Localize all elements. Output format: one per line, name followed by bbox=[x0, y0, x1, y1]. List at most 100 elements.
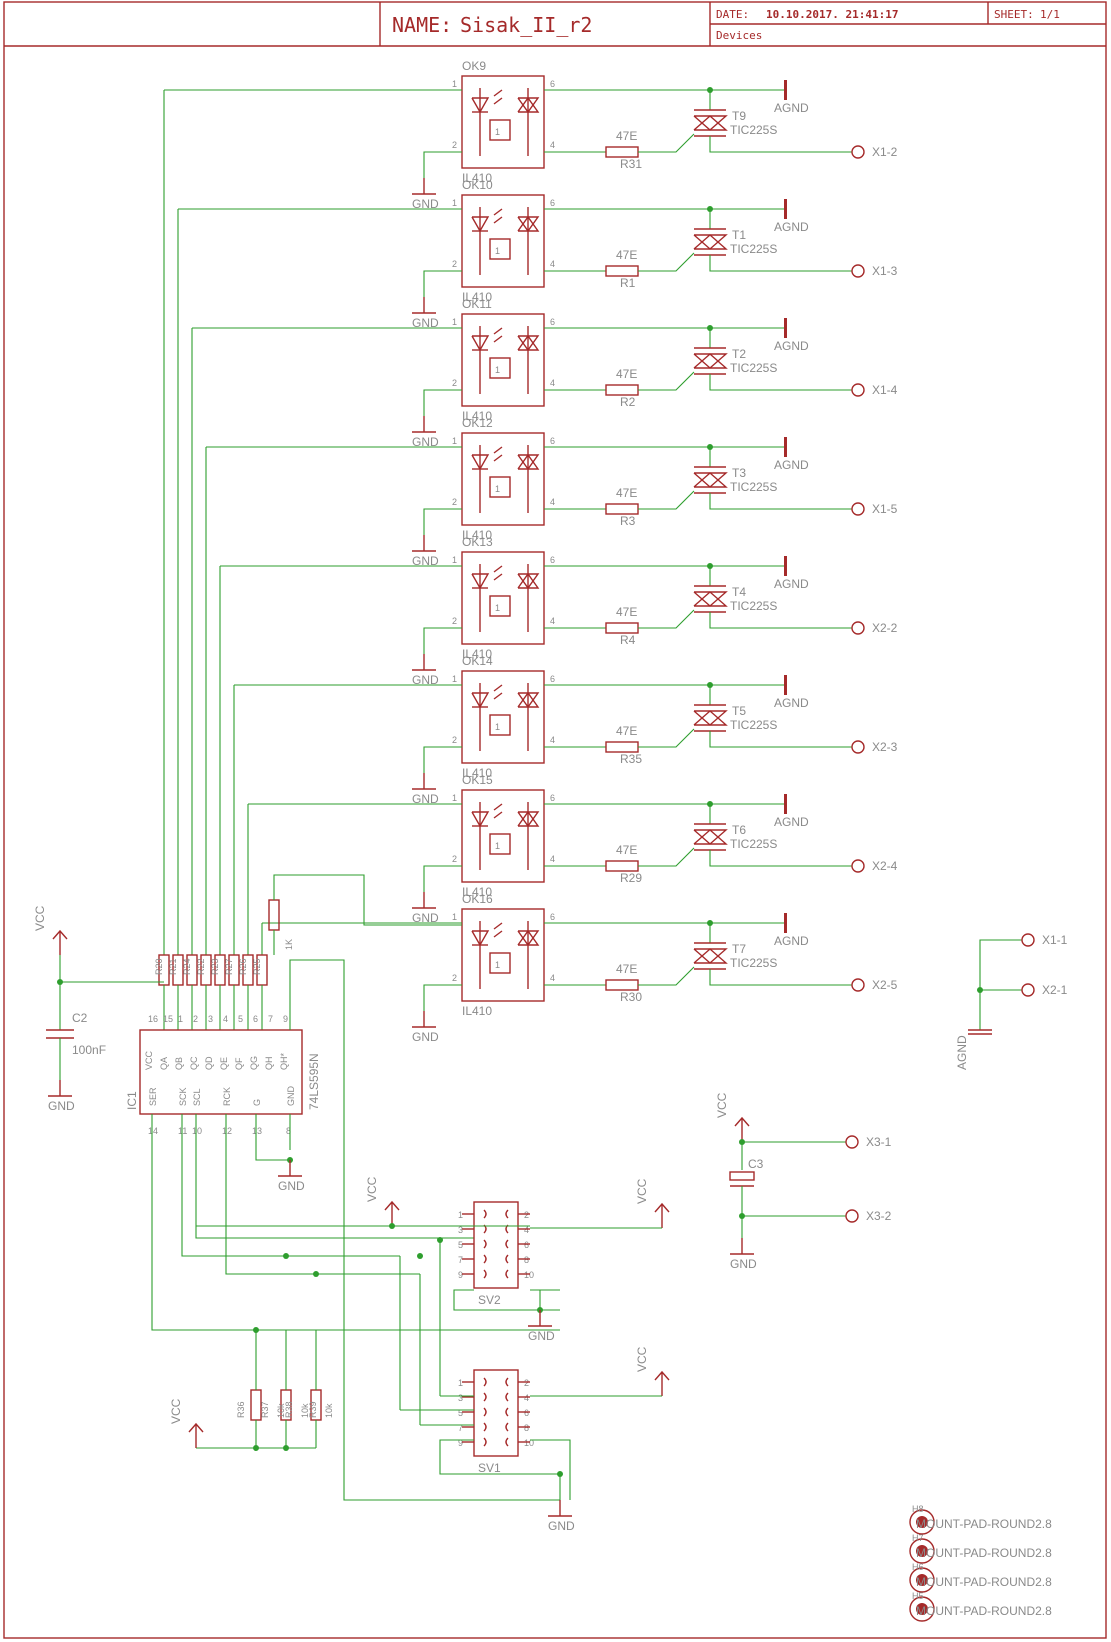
title-block: NAME: Sisak_II_r2 DATE: 10.10.2017. 21:4… bbox=[392, 8, 1060, 42]
pin-2: 2 bbox=[452, 259, 457, 269]
optocoupler-body bbox=[461, 908, 545, 1002]
junction-dot bbox=[977, 987, 983, 993]
optocoupler-body bbox=[461, 194, 545, 288]
ic1-bottom-name: G bbox=[252, 1099, 262, 1106]
res-name: R2 bbox=[620, 395, 636, 409]
pin-contact bbox=[505, 1377, 509, 1387]
triac-value: TIC225S bbox=[730, 956, 777, 970]
pin-6: 6 bbox=[550, 555, 555, 565]
opto-name: OK13 bbox=[462, 535, 493, 549]
pin-1: 1 bbox=[452, 79, 457, 89]
pin-contact bbox=[505, 1422, 509, 1432]
output-label: X1-5 bbox=[872, 502, 898, 516]
vcc-symbol: VCC bbox=[715, 1092, 750, 1142]
zero-cross-mark: 1 bbox=[495, 484, 500, 494]
opto-value: IL410 bbox=[462, 885, 492, 899]
agnd-label: AGND bbox=[955, 1035, 969, 1070]
triac-symbol bbox=[693, 234, 728, 250]
opto-value: IL410 bbox=[462, 171, 492, 185]
junction-dot bbox=[253, 1327, 259, 1333]
mount-pad-name: H5 bbox=[912, 1591, 924, 1601]
opto-value: IL410 bbox=[462, 766, 492, 780]
sck-wire bbox=[181, 1150, 400, 1257]
opto-name: OK12 bbox=[462, 416, 493, 430]
pin-4: 4 bbox=[550, 259, 555, 269]
pin-2: 2 bbox=[452, 973, 457, 983]
gate-wire bbox=[638, 728, 695, 748]
sv2-pin: 6 bbox=[524, 1240, 529, 1250]
led-ray bbox=[493, 803, 503, 811]
zero-cross-mark: 1 bbox=[495, 246, 500, 256]
pin-contact bbox=[483, 1377, 487, 1387]
triac-symbol bbox=[693, 472, 728, 488]
mount-pad-hole bbox=[916, 1574, 928, 1586]
gnd-label: GND bbox=[412, 673, 439, 687]
gnd-label: GND bbox=[730, 1257, 757, 1271]
lower-res-name: R38 bbox=[284, 1401, 294, 1418]
triac-name: T3 bbox=[732, 466, 746, 480]
gnd-wire bbox=[423, 627, 462, 654]
led-ray bbox=[493, 565, 503, 573]
gnd-symbol: GND bbox=[730, 1238, 757, 1271]
optocoupler-body bbox=[461, 75, 545, 169]
gnd-label: GND bbox=[48, 1099, 75, 1113]
mount-pad-value: MOUNT-PAD-ROUND2.8 bbox=[916, 1517, 1052, 1531]
lower-res-name: R36 bbox=[236, 1401, 246, 1418]
sheet-name: Devices bbox=[716, 29, 762, 42]
output-terminal bbox=[851, 502, 865, 516]
vcc-symbol: VCC bbox=[365, 1176, 400, 1226]
res-value: 47E bbox=[616, 843, 637, 857]
led-ray bbox=[493, 692, 503, 700]
junction-dot bbox=[283, 1253, 289, 1259]
ic1-name: IC1 bbox=[125, 1091, 139, 1110]
pullup-name: R26 bbox=[238, 958, 248, 975]
mount-pad-ring bbox=[909, 1538, 935, 1564]
triac-symbol bbox=[693, 948, 728, 964]
led-ray bbox=[493, 930, 503, 938]
res-value: 47E bbox=[616, 724, 637, 738]
led-ray bbox=[493, 811, 503, 819]
gate-wire bbox=[638, 133, 695, 153]
sv2-pin: 4 bbox=[524, 1225, 529, 1235]
junction-dot bbox=[417, 1253, 423, 1259]
pin-1: 1 bbox=[452, 317, 457, 327]
sv2-pin: 7 bbox=[458, 1255, 463, 1265]
pin-contact bbox=[505, 1254, 509, 1264]
c3-name: C3 bbox=[748, 1157, 764, 1171]
c2-name: C2 bbox=[72, 1011, 88, 1025]
wire bbox=[273, 874, 462, 926]
output-terminal bbox=[851, 145, 865, 159]
led-ray bbox=[493, 684, 503, 692]
pin-contact bbox=[483, 1422, 487, 1432]
res-value: 47E bbox=[616, 605, 637, 619]
sheet-value: 1/1 bbox=[1040, 8, 1060, 21]
pin-contact bbox=[505, 1209, 509, 1219]
pin-6: 6 bbox=[550, 674, 555, 684]
gnd-label: GND bbox=[528, 1329, 555, 1343]
zero-cross-box bbox=[489, 714, 511, 736]
wire bbox=[979, 939, 1022, 1030]
gate-resistor bbox=[605, 741, 639, 753]
vcc-arrow bbox=[52, 929, 68, 940]
x2-1-label: X2-1 bbox=[1042, 983, 1068, 997]
junction-dot bbox=[283, 1445, 289, 1451]
x3-1-label: X3-1 bbox=[866, 1135, 892, 1149]
mt1-wire bbox=[709, 493, 852, 510]
sv1-pin: 4 bbox=[524, 1393, 529, 1403]
gnd-label: GND bbox=[412, 792, 439, 806]
triac-name: T4 bbox=[732, 585, 746, 599]
zero-cross-box bbox=[489, 357, 511, 379]
mount-pad-value: MOUNT-PAD-ROUND2.8 bbox=[916, 1575, 1052, 1589]
ic1-top-name: QH bbox=[264, 1057, 274, 1071]
agnd-label: AGND bbox=[774, 339, 809, 353]
ic1-bottom-pin: 8 bbox=[286, 1126, 291, 1136]
pullup-value: 1K bbox=[284, 939, 294, 950]
